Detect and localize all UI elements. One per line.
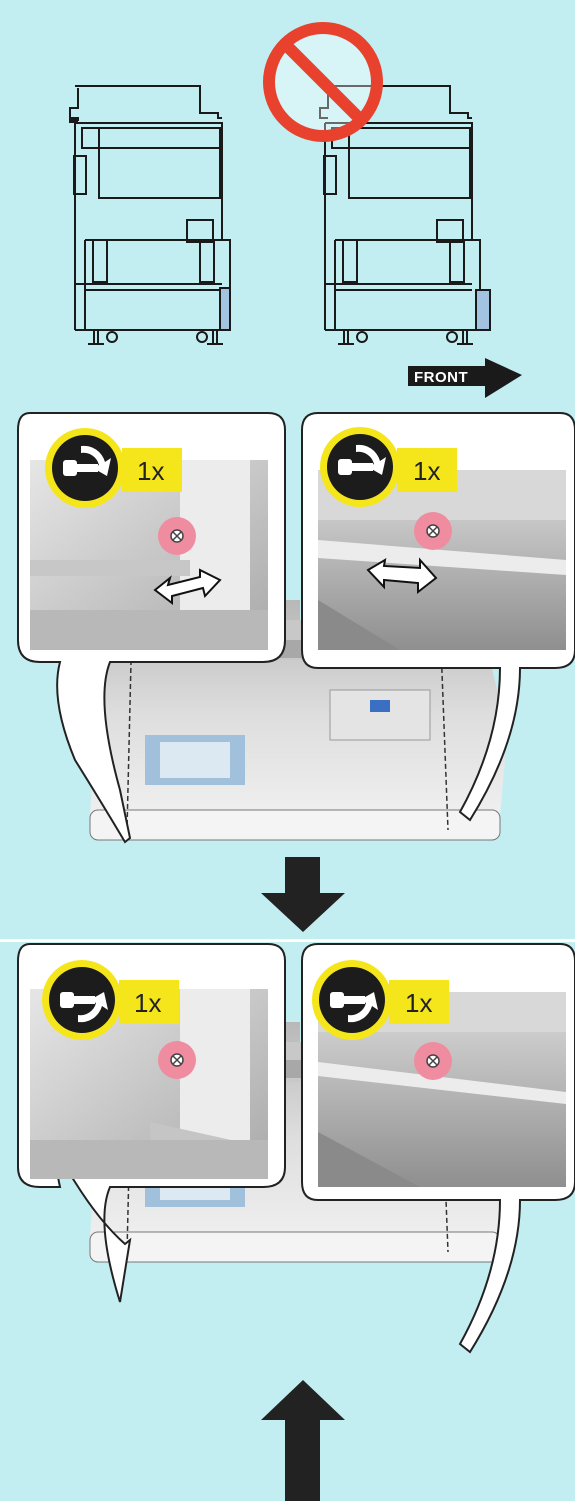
step-2-panel: 1x 1x [0, 942, 575, 1501]
step-1-panel: FRONT 1x 1x [0, 0, 575, 939]
screw-tighten-icon [312, 960, 392, 1040]
arrow-up-icon [261, 1380, 345, 1501]
front-direction-arrow: FRONT [408, 358, 522, 398]
screw-tighten-icon [42, 960, 122, 1040]
quantity-label: 1x [405, 988, 432, 1018]
quantity-label: 1x [137, 456, 164, 486]
quantity-label: 1x [413, 456, 440, 486]
no-sign-icon [269, 28, 377, 136]
printer-side-view-left [70, 86, 230, 344]
screw-loosen-icon [45, 428, 125, 508]
front-label: FRONT [414, 369, 468, 386]
quantity-label: 1x [134, 988, 161, 1018]
step-2-illustration: 1x 1x [0, 942, 575, 1501]
arrow-down-icon [261, 857, 345, 932]
step-1-illustration: FRONT 1x 1x [0, 0, 575, 939]
screw-loosen-icon [320, 427, 400, 507]
